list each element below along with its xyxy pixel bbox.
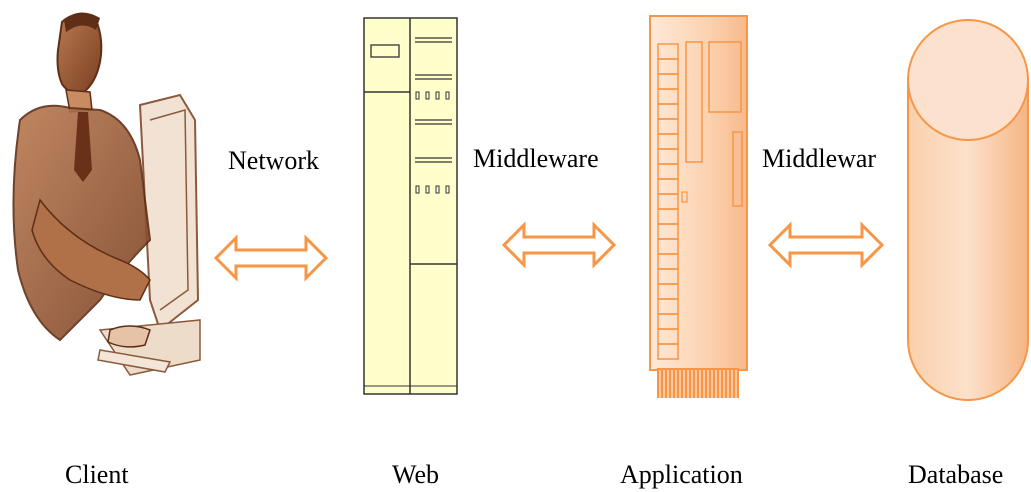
database-label: Database [908,460,1004,489]
database-cylinder-icon [907,19,1029,401]
web-label: Web [392,460,439,489]
server-rack-icon [363,17,458,395]
middleware-label-1: Middleware [473,144,599,173]
application-server-icon [649,15,748,398]
client-label: Client [65,460,129,489]
network-label: Network [228,146,319,175]
person-at-computer-icon [12,12,201,376]
double-arrow-icon [213,234,329,282]
application-label: Application [620,460,743,489]
middleware-label-2: Middlewar [762,144,877,173]
double-arrow-icon [767,221,885,269]
double-arrow-icon [501,221,617,269]
